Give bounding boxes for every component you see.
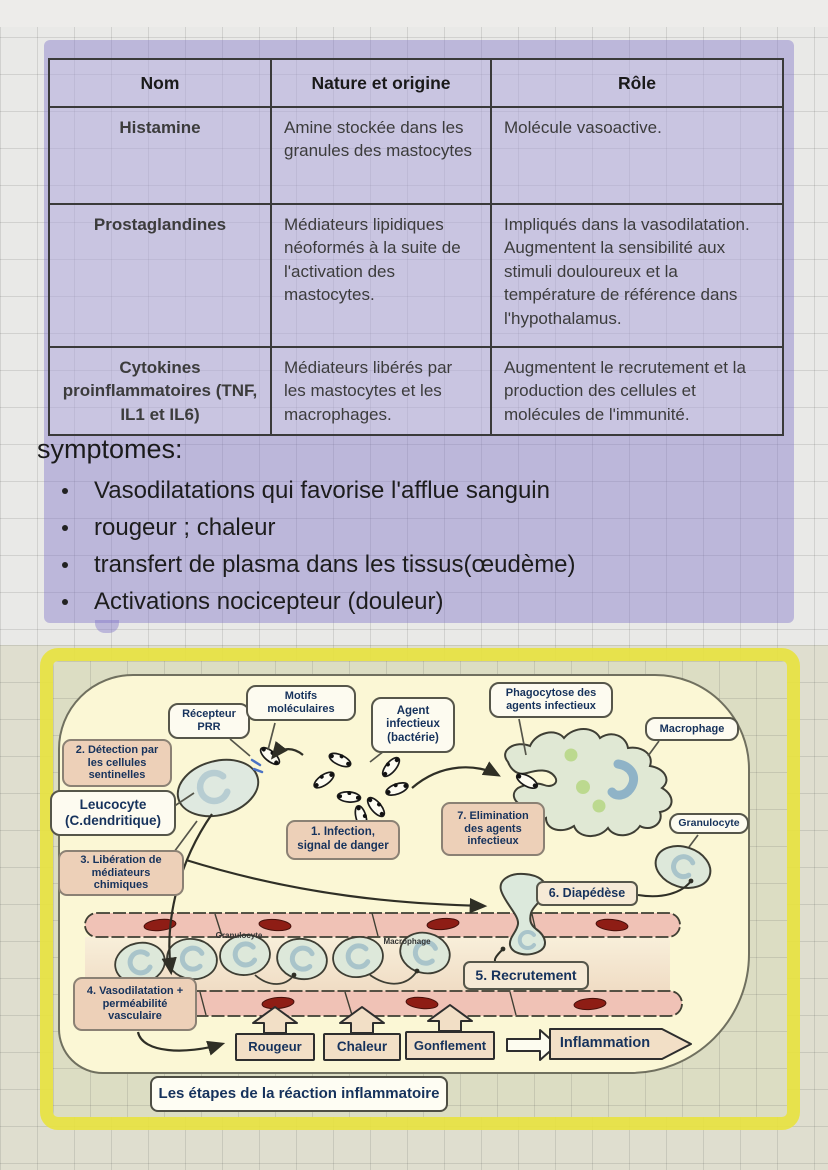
label-agent-infectieux: Agent infectieux (bactérie) [371, 697, 455, 753]
symptom-text: rougeur ; chaleur [94, 514, 276, 541]
label-granulocyte: Granulocyte [669, 813, 749, 834]
macrophage-cell [504, 728, 673, 837]
label-step5-recrutement: 5. Recrutement [463, 961, 589, 990]
label-macrophage: Macrophage [645, 717, 739, 741]
bullet-icon [62, 599, 68, 605]
label-recepteur-prr: Récepteur PRR [168, 703, 250, 739]
cell-role-cytokines: Augmentent le recrutement et la producti… [490, 345, 784, 437]
symptom-item: Vasodilatations qui favorise l'afflue sa… [62, 474, 550, 508]
diagram-caption: Les étapes de la réaction inflammatoire [150, 1076, 448, 1112]
page-top-margin [0, 0, 828, 27]
bacteria-cluster [313, 752, 409, 830]
inflammation-diagram: Récepteur PRR Motifs moléculaires Agent … [40, 648, 800, 1130]
label-vessel-granulocyte: Granulocyte [215, 931, 263, 941]
symptom-item: Activations nocicepteur (douleur) [62, 585, 444, 619]
granulocyte-cell [654, 845, 712, 889]
label-rougeur: Rougeur [235, 1033, 315, 1061]
red-blood-cells [143, 917, 629, 932]
label-leucocyte: Leucocyte (C.dendritique) [50, 790, 176, 836]
diapedesis-cell [499, 872, 547, 956]
symptom-text: Activations nocicepteur (douleur) [94, 588, 444, 615]
symptom-text: Vasodilatations qui favorise l'afflue sa… [94, 477, 550, 504]
cell-role-prostaglandines: Impliqués dans la vasodilatation. Augmen… [490, 203, 784, 348]
label-step4-vasodilatation: 4. Vasodilatation + perméabilité vascula… [73, 977, 197, 1031]
label-gonflement: Gonflement [405, 1031, 495, 1060]
label-step1-infection: 1. Infection, signal de danger [286, 820, 400, 860]
label-pointer-lines [172, 718, 699, 853]
mediators-table: Nom Nature et origine Rôle Histamine Ami… [48, 58, 784, 437]
label-vessel-macrophage: Macrophage [383, 937, 431, 947]
blood-vessel-top [84, 912, 681, 938]
yellow-highlight-frame [40, 648, 800, 1130]
connector-dot [500, 946, 506, 952]
prr-receptor [250, 746, 281, 774]
cell-role-histamine: Molécule vasoactive. [490, 106, 784, 205]
label-step6-diapedese: 6. Diapédèse [536, 881, 638, 906]
table-row: Prostaglandines Médiateurs lipidiques né… [48, 203, 784, 348]
blood-vessel-bottom [84, 990, 683, 1017]
symptom-item: rougeur ; chaleur [62, 511, 275, 545]
label-phagocytose: Phagocytose des agents infectieux [489, 682, 613, 718]
table-header-row: Nom Nature et origine Rôle [48, 58, 784, 108]
cell-nom-prostaglandines: Prostaglandines [48, 203, 272, 348]
purple-highlight-smudge [95, 620, 119, 633]
symptoms-heading: symptomes: [37, 434, 183, 464]
flow-arrows [136, 740, 692, 1056]
label-step7-elimination: 7. Elimination des agents infectieux [441, 802, 545, 856]
table-row: Histamine Amine stockée dans les granule… [48, 106, 784, 205]
engulfed-bacterium [515, 772, 539, 790]
label-step2-detection: 2. Détection par les cellules sentinelle… [62, 739, 172, 787]
connector-dot [688, 878, 694, 884]
col-header-nom: Nom [48, 58, 272, 108]
right-arrow-icon [506, 1029, 558, 1061]
label-motifs-moleculaires: Motifs moléculaires [246, 685, 356, 721]
table-row: Cytokines proinflammatoires (TNF, IL1 et… [48, 345, 784, 437]
red-blood-cells [261, 996, 607, 1011]
symptom-text: transfert de plasma dans les tissus(œudè… [94, 551, 576, 578]
col-header-role: Rôle [490, 58, 784, 108]
bullet-icon [62, 488, 68, 494]
leucocyte-cell [176, 758, 260, 818]
symptom-item: transfert de plasma dans les tissus(œudè… [62, 548, 576, 582]
cell-nom-histamine: Histamine [48, 106, 272, 205]
up-arrow-icons [252, 1004, 473, 1034]
inflammation-arrow-shape [549, 1028, 692, 1060]
label-chaleur: Chaleur [323, 1033, 401, 1061]
cell-nature-cytokines: Médiateurs libérés par les mastocytes et… [270, 345, 492, 437]
col-header-nature: Nature et origine [270, 58, 492, 108]
cell-nature-histamine: Amine stockée dans les granules des mast… [270, 106, 492, 205]
bullet-icon [62, 562, 68, 568]
cell-nom-cytokines: Cytokines proinflammatoires (TNF, IL1 et… [48, 345, 272, 437]
label-step3-liberation: 3. Libération de médiateurs chimiques [58, 850, 184, 896]
cell-nature-prostaglandines: Médiateurs lipidiques néoformés à la sui… [270, 203, 492, 348]
label-inflammation: Inflammation [559, 1035, 651, 1052]
bullet-icon [62, 525, 68, 531]
